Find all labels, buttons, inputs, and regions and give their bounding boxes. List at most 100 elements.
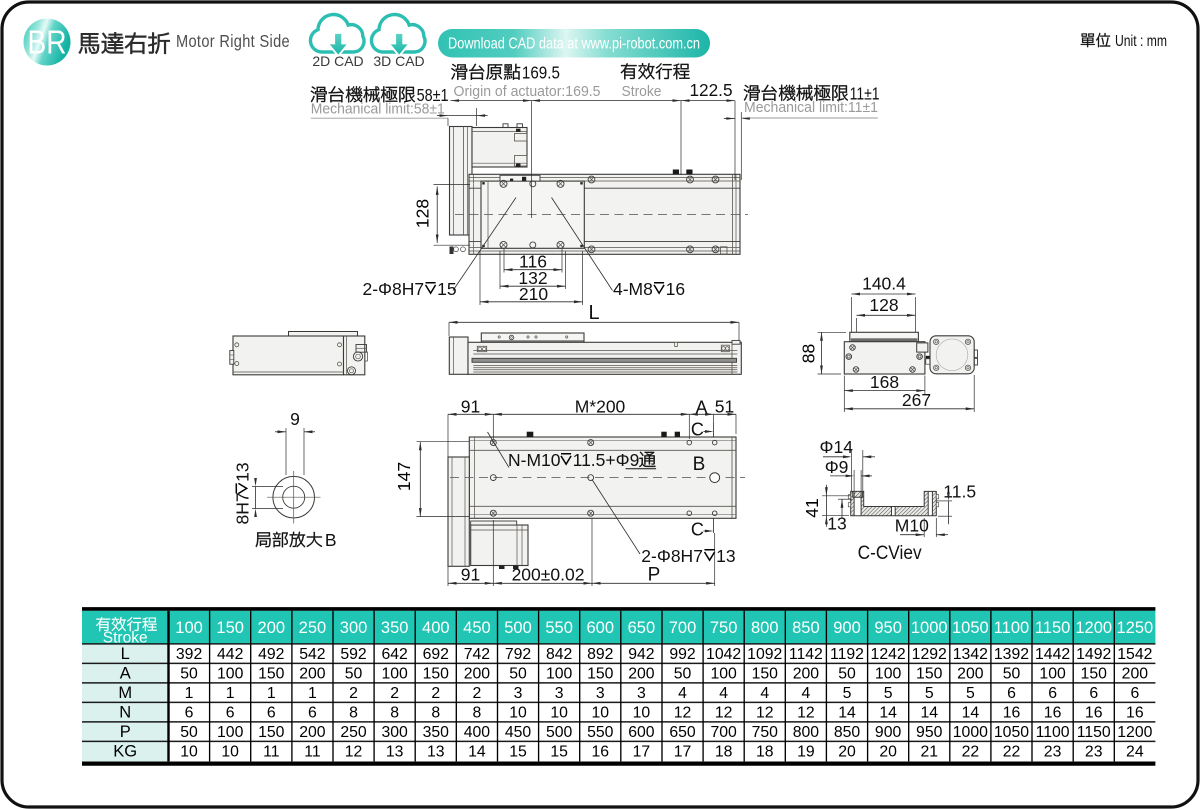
svg-text:1100: 1100 <box>1036 724 1070 741</box>
svg-text:1492: 1492 <box>1076 646 1111 663</box>
svg-text:150: 150 <box>1081 666 1108 683</box>
svg-text:400: 400 <box>464 724 491 741</box>
svg-text:8: 8 <box>349 705 358 722</box>
svg-text:4: 4 <box>678 685 687 702</box>
svg-text:1242: 1242 <box>871 646 906 663</box>
svg-text:3: 3 <box>555 685 564 702</box>
svg-text:150: 150 <box>587 666 614 683</box>
svg-text:20: 20 <box>879 744 897 761</box>
svg-text:5: 5 <box>884 685 893 702</box>
svg-text:1: 1 <box>226 685 235 702</box>
svg-text:842: 842 <box>546 646 572 663</box>
svg-text:1092: 1092 <box>747 646 782 663</box>
svg-text:91: 91 <box>461 565 480 585</box>
svg-text:100: 100 <box>217 724 244 741</box>
svg-text:14: 14 <box>879 705 897 722</box>
svg-text:642: 642 <box>381 646 407 663</box>
svg-text:23: 23 <box>1085 744 1103 761</box>
svg-text:8: 8 <box>431 705 440 722</box>
svg-text:1542: 1542 <box>1117 646 1152 663</box>
svg-text:300: 300 <box>340 619 368 637</box>
svg-text:10: 10 <box>633 705 651 722</box>
svg-text:550: 550 <box>587 724 614 741</box>
svg-text:8: 8 <box>390 705 399 722</box>
svg-text:742: 742 <box>464 646 490 663</box>
svg-text:5: 5 <box>843 685 852 702</box>
svg-text:16: 16 <box>666 279 685 299</box>
svg-text:10: 10 <box>550 705 568 722</box>
svg-text:210: 210 <box>519 284 548 304</box>
svg-text:168: 168 <box>870 372 899 392</box>
svg-text:140.4: 140.4 <box>862 274 906 294</box>
svg-text:18: 18 <box>756 744 774 761</box>
svg-text:23: 23 <box>1044 744 1062 761</box>
svg-text:13: 13 <box>386 744 404 761</box>
svg-text:2-Φ8H7: 2-Φ8H7 <box>363 279 425 299</box>
svg-text:950: 950 <box>916 724 943 741</box>
svg-text:300: 300 <box>381 724 408 741</box>
svg-text:200: 200 <box>258 619 286 637</box>
svg-text:750: 750 <box>752 724 779 741</box>
svg-text:200: 200 <box>628 666 655 683</box>
svg-text:550: 550 <box>545 619 573 637</box>
svg-text:892: 892 <box>587 646 613 663</box>
svg-text:492: 492 <box>258 646 284 663</box>
svg-text:450: 450 <box>463 619 491 637</box>
svg-text:11: 11 <box>304 744 321 761</box>
svg-text:1292: 1292 <box>912 646 947 663</box>
svg-text:1: 1 <box>185 685 194 702</box>
svg-text:128: 128 <box>413 199 433 228</box>
svg-text:200: 200 <box>793 666 820 683</box>
svg-text:14: 14 <box>920 705 938 722</box>
svg-text:850: 850 <box>834 724 861 741</box>
svg-text:6: 6 <box>1007 685 1016 702</box>
svg-text:3: 3 <box>514 685 523 702</box>
svg-text:792: 792 <box>505 646 531 663</box>
svg-text:150: 150 <box>423 666 450 683</box>
svg-text:500: 500 <box>546 724 573 741</box>
svg-text:4-M8: 4-M8 <box>613 279 653 299</box>
svg-text:A: A <box>695 398 707 418</box>
svg-text:600: 600 <box>628 724 655 741</box>
svg-text:Stroke: Stroke <box>103 629 148 646</box>
svg-text:12: 12 <box>345 744 363 761</box>
svg-text:100: 100 <box>217 666 244 683</box>
svg-text:P: P <box>120 723 131 741</box>
svg-text:4: 4 <box>760 685 769 702</box>
svg-text:Download CAD data at www.pi-ro: Download CAD data at www.pi-robot.com.cn <box>448 36 700 53</box>
svg-text:P: P <box>648 565 661 586</box>
svg-text:3: 3 <box>637 685 646 702</box>
svg-text:200: 200 <box>299 724 326 741</box>
svg-text:14: 14 <box>468 744 486 761</box>
svg-text:50: 50 <box>180 666 198 683</box>
svg-text:2: 2 <box>473 685 482 702</box>
svg-text:88: 88 <box>799 344 819 363</box>
svg-text:650: 650 <box>628 619 656 637</box>
svg-text:350: 350 <box>423 724 450 741</box>
svg-text:1100: 1100 <box>994 619 1029 637</box>
svg-text:10: 10 <box>180 744 198 761</box>
svg-text:50: 50 <box>1003 666 1021 683</box>
svg-text:12: 12 <box>715 705 733 722</box>
svg-text:12: 12 <box>797 705 815 722</box>
svg-text:24: 24 <box>1126 744 1144 761</box>
svg-text:14: 14 <box>838 705 856 722</box>
svg-text:22: 22 <box>962 744 980 761</box>
svg-text:650: 650 <box>669 724 696 741</box>
svg-text:6: 6 <box>1048 685 1057 702</box>
svg-text:50: 50 <box>838 666 856 683</box>
svg-text:6: 6 <box>1130 685 1139 702</box>
svg-text:200: 200 <box>957 666 984 683</box>
svg-text:1042: 1042 <box>706 646 741 663</box>
svg-text:942: 942 <box>628 646 654 663</box>
svg-text:150: 150 <box>258 666 285 683</box>
svg-text:15: 15 <box>509 744 527 761</box>
svg-text:M*200: M*200 <box>575 397 626 417</box>
svg-text:15: 15 <box>550 744 568 761</box>
svg-text:50: 50 <box>345 666 363 683</box>
svg-text:150: 150 <box>916 666 943 683</box>
svg-text:50: 50 <box>509 666 527 683</box>
svg-text:Motor Right Side: Motor Right Side <box>176 31 290 51</box>
svg-text:150: 150 <box>216 619 244 637</box>
svg-text:B: B <box>693 454 706 475</box>
